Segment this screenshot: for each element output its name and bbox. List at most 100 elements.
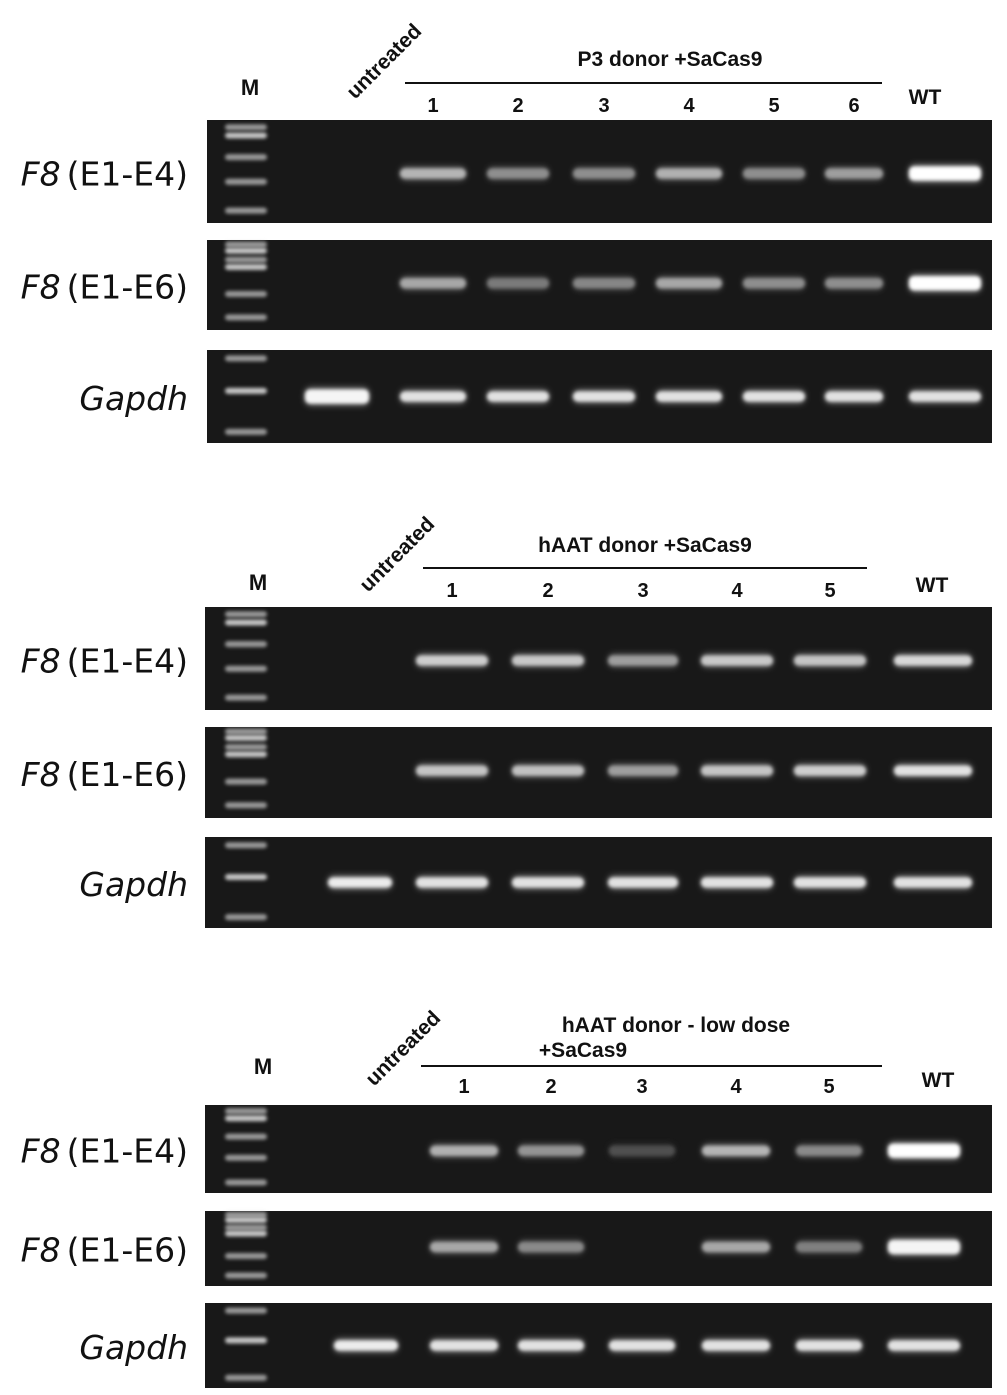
ladder-band — [225, 291, 267, 297]
ladder-band — [225, 734, 267, 741]
ladder-band — [225, 611, 267, 618]
gel-row-gapdh: Gapdh — [79, 837, 992, 928]
lane-number-label: 1 — [427, 95, 438, 117]
gel-row-gapdh: Gapdh — [79, 350, 992, 443]
treatment-group-label: hAAT donor +SaCas9 — [538, 534, 752, 557]
row-label: F8(E1-E4) — [21, 642, 188, 681]
gel-band — [909, 276, 981, 291]
ladder-band — [225, 241, 267, 248]
gel-band — [573, 278, 635, 289]
ladder-band — [225, 1217, 267, 1223]
ladder-band — [225, 728, 267, 735]
ladder-band — [225, 124, 267, 131]
gel-band — [608, 655, 678, 666]
ladder-band — [225, 778, 267, 785]
ladder-band — [225, 1179, 267, 1186]
gel-band — [518, 1340, 584, 1351]
gel-band — [400, 278, 466, 289]
gel-band — [328, 877, 392, 888]
gel-band — [656, 278, 722, 289]
gel-band — [796, 1242, 862, 1252]
row-label: Gapdh — [79, 1328, 188, 1367]
lane-number-label: 4 — [731, 580, 743, 602]
gel-band — [416, 877, 488, 888]
ladder-band — [225, 207, 267, 214]
lane-number-label: 4 — [683, 95, 695, 117]
gel-row-f8-e1-e6: F8(E1-E6) — [21, 240, 992, 330]
gel-background — [205, 837, 992, 928]
gel-band — [400, 391, 466, 402]
row-label: F8(E1-E6) — [21, 268, 188, 307]
gel-band — [400, 168, 466, 179]
gel-band — [794, 765, 866, 776]
gel-band — [334, 1340, 398, 1351]
lane-number-label: 1 — [458, 1076, 469, 1098]
gel-background — [205, 607, 992, 710]
gel-row-f8-e1-e4: F8(E1-E4) — [21, 120, 992, 223]
ladder-band — [225, 1230, 267, 1237]
row-label: F8(E1-E4) — [21, 155, 188, 194]
gel-band — [518, 1145, 584, 1156]
gel-band — [430, 1340, 498, 1351]
gel-band — [656, 168, 722, 179]
treatment-group-label: hAAT donor - low dose — [562, 1014, 790, 1037]
gel-band — [609, 1340, 675, 1351]
gel-band — [909, 391, 981, 402]
marker-label: M — [249, 570, 267, 595]
gel-band — [794, 877, 866, 888]
lane-number-label: 2 — [545, 1076, 556, 1098]
gel-band — [894, 877, 972, 888]
gel-row-f8-e1-e4: F8(E1-E4) — [21, 1105, 992, 1193]
gel-band — [701, 765, 773, 776]
gel-band — [825, 278, 883, 289]
wt-label: WT — [916, 574, 949, 597]
gel-band — [608, 765, 678, 776]
lane-number-label: 3 — [636, 1076, 647, 1098]
gel-band — [743, 168, 805, 179]
ladder-band — [225, 1374, 267, 1381]
ladder-band — [225, 1115, 267, 1122]
ladder-band — [225, 178, 267, 185]
gel-band — [743, 391, 805, 402]
ladder-band — [225, 1108, 267, 1115]
wt-label: WT — [909, 86, 942, 109]
ladder-band — [225, 744, 267, 751]
gel-band — [825, 168, 883, 179]
ladder-band — [225, 1211, 267, 1218]
row-label: Gapdh — [79, 865, 188, 904]
ladder-band — [225, 264, 267, 270]
treatment-group-label: P3 donor +SaCas9 — [578, 48, 763, 71]
gel-band — [416, 655, 488, 666]
ladder-band — [225, 1307, 267, 1314]
gel-band — [888, 1240, 960, 1254]
lane-number-label: 2 — [542, 580, 553, 602]
lane-number-label: 5 — [768, 95, 779, 117]
lane-number-label: 2 — [512, 95, 523, 117]
ladder-band — [225, 1133, 267, 1140]
lane-number-label: 5 — [824, 580, 835, 602]
row-label: F8(E1-E6) — [21, 755, 188, 794]
gel-band — [796, 1340, 862, 1351]
gel-band — [743, 278, 805, 289]
gel-band — [702, 1145, 770, 1156]
gel-band — [701, 877, 773, 888]
ladder-band — [225, 1224, 267, 1231]
gel-band — [656, 391, 722, 402]
gel-row-gapdh: Gapdh — [79, 1303, 992, 1388]
gel-band — [608, 877, 678, 888]
ladder-band — [225, 387, 267, 394]
gel-row-f8-e1-e6: F8(E1-E6) — [21, 727, 992, 818]
gel-band — [894, 765, 972, 776]
ladder-band — [225, 802, 267, 809]
gel-band — [512, 655, 584, 666]
gel-band — [894, 655, 972, 666]
ladder-band — [225, 694, 267, 701]
ladder-band — [225, 247, 267, 254]
marker-label: M — [241, 75, 259, 100]
gel-band — [702, 1340, 770, 1351]
gel-band — [416, 765, 488, 776]
lane-number-label: 1 — [446, 580, 457, 602]
gel-band — [430, 1242, 498, 1252]
gel-band — [796, 1145, 862, 1156]
